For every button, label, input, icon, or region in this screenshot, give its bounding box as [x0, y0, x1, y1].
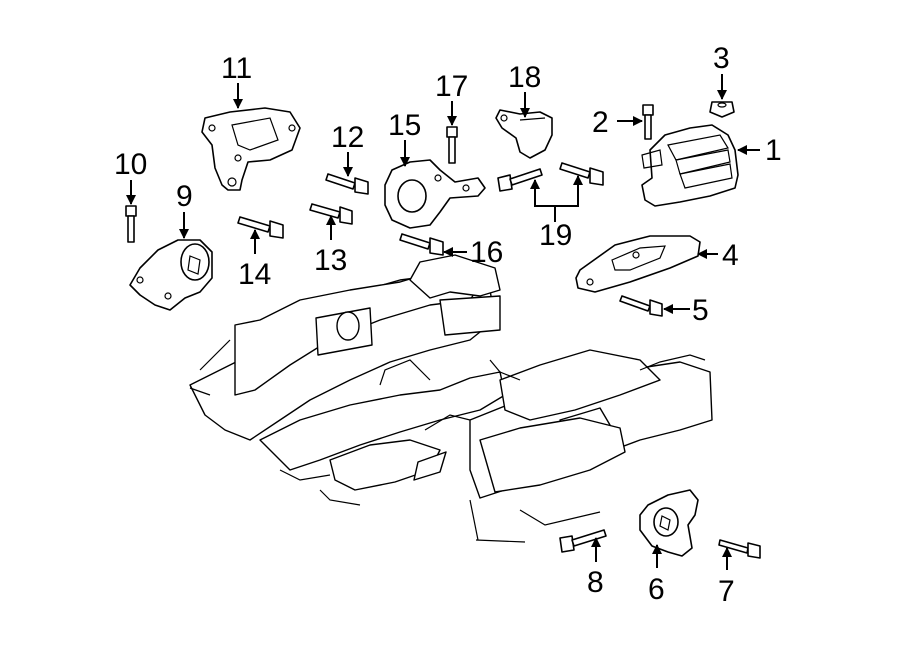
part-17-bolt: [446, 126, 458, 164]
part-8-bolt: [559, 529, 607, 553]
part-14-bolt: [237, 216, 284, 239]
part-6-lower-mount: [639, 489, 699, 557]
part-3-nut: [709, 101, 735, 118]
callout-17: 17: [435, 70, 468, 103]
part-15-mount-arm: [384, 159, 486, 229]
callout-7: 7: [718, 575, 735, 608]
part-11-bracket: [201, 107, 301, 191]
callout-2: 2: [592, 106, 609, 139]
callout-18: 18: [508, 61, 541, 94]
part-18-bracket: [495, 109, 553, 159]
callout-16: 16: [470, 236, 503, 269]
callout-3: 3: [713, 42, 730, 75]
part-4-bracket: [575, 235, 701, 293]
callout-19: 19: [539, 219, 572, 252]
callout-5: 5: [692, 294, 709, 327]
part-19-bolts: [497, 162, 604, 192]
part-10-bolt: [125, 205, 137, 243]
callout-6: 6: [648, 573, 665, 606]
part-16-bolt: [399, 233, 444, 256]
callout-8: 8: [587, 566, 604, 599]
callout-13: 13: [314, 244, 347, 277]
part-7-bolt: [718, 539, 761, 559]
part-12-bolt: [325, 173, 369, 195]
part-1-mount: [641, 124, 739, 207]
callout-1: 1: [765, 134, 782, 167]
part-13-bolt: [309, 203, 353, 225]
leader-lines: [126, 74, 760, 570]
part-5-bolt: [619, 295, 663, 317]
callout-15: 15: [388, 109, 421, 142]
callout-4: 4: [722, 239, 739, 272]
callout-14: 14: [238, 258, 271, 291]
vehicle-frame: [189, 254, 713, 543]
part-9-mount: [129, 239, 213, 311]
callout-11: 11: [221, 52, 252, 85]
part-2-bolt: [642, 104, 654, 140]
callout-12: 12: [331, 121, 364, 154]
callout-10: 10: [114, 148, 147, 181]
callout-9: 9: [176, 180, 193, 213]
callout-labels: 1 2 3 4 5 6 7 8 9 10 11 12 13 14 15 16 1…: [114, 42, 782, 608]
